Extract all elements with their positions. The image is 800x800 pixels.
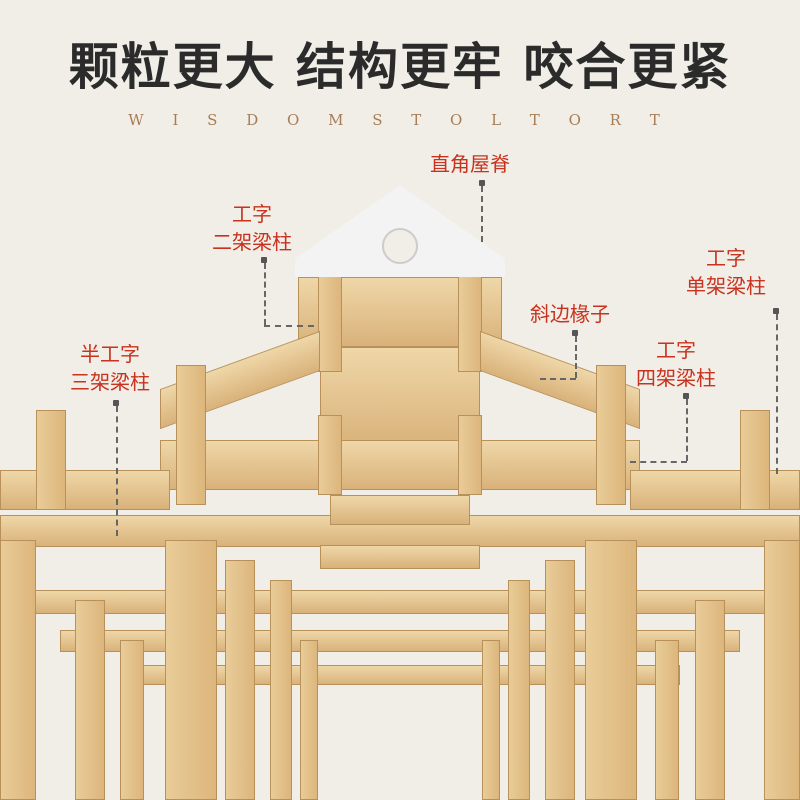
label-half-three-frame: 半工字三架梁柱 [70, 340, 150, 396]
leader-line [116, 406, 118, 536]
headline: 颗粒更大 结构更牢 咬合更紧 [68, 37, 732, 96]
marker-dot [479, 180, 485, 186]
marker-dot [113, 400, 119, 406]
ridge-hole [382, 228, 418, 264]
post [695, 600, 725, 800]
leader-line [776, 314, 778, 474]
post [655, 640, 679, 800]
marker-dot [683, 393, 689, 399]
post [318, 415, 342, 495]
marker-dot [572, 330, 578, 336]
label-single-frame: 工字单架梁柱 [686, 244, 766, 300]
label-two-frame: 工字二架梁柱 [212, 200, 292, 256]
label-line: 二架梁柱 [212, 230, 292, 254]
post [120, 640, 144, 800]
leader-line [264, 263, 266, 325]
marker-dot [261, 257, 267, 263]
label-rafter: 斜边椽子 [530, 302, 610, 326]
label-four-frame: 工字四架梁柱 [636, 336, 716, 392]
label-line: 四架梁柱 [636, 366, 716, 390]
label-line: 工字 [232, 202, 272, 226]
post [300, 640, 318, 800]
label-line: 工字 [706, 246, 746, 270]
leader-line [630, 461, 687, 463]
watermark: W I S D O M S T O L T O R T [128, 111, 672, 129]
post [458, 415, 482, 495]
post [36, 410, 66, 510]
marker-dot [773, 308, 779, 314]
beam [0, 470, 170, 510]
leader-line [686, 399, 688, 461]
beam [60, 630, 740, 652]
leader-line [540, 378, 576, 380]
beam [330, 495, 470, 525]
post [482, 640, 500, 800]
beam [630, 470, 800, 510]
label-line: 单架梁柱 [686, 274, 766, 298]
post [458, 272, 482, 372]
post [545, 560, 575, 800]
label-line: 半工字 [80, 342, 140, 366]
leader-line [264, 325, 314, 327]
post [165, 540, 217, 800]
leader-line [575, 336, 577, 378]
post [176, 365, 206, 505]
post [0, 540, 36, 800]
beam [20, 590, 780, 614]
label-ridge: 直角屋脊 [430, 152, 510, 176]
post [225, 560, 255, 800]
beam [320, 347, 480, 447]
label-line: 三架梁柱 [70, 370, 150, 394]
post [740, 410, 770, 510]
post [764, 540, 800, 800]
label-line: 工字 [656, 338, 696, 362]
post [585, 540, 637, 800]
post [508, 580, 530, 800]
post [596, 365, 626, 505]
post [270, 580, 292, 800]
post [75, 600, 105, 800]
beam [160, 440, 640, 490]
beam [320, 545, 480, 569]
post [318, 272, 342, 372]
leader-line [481, 186, 483, 242]
